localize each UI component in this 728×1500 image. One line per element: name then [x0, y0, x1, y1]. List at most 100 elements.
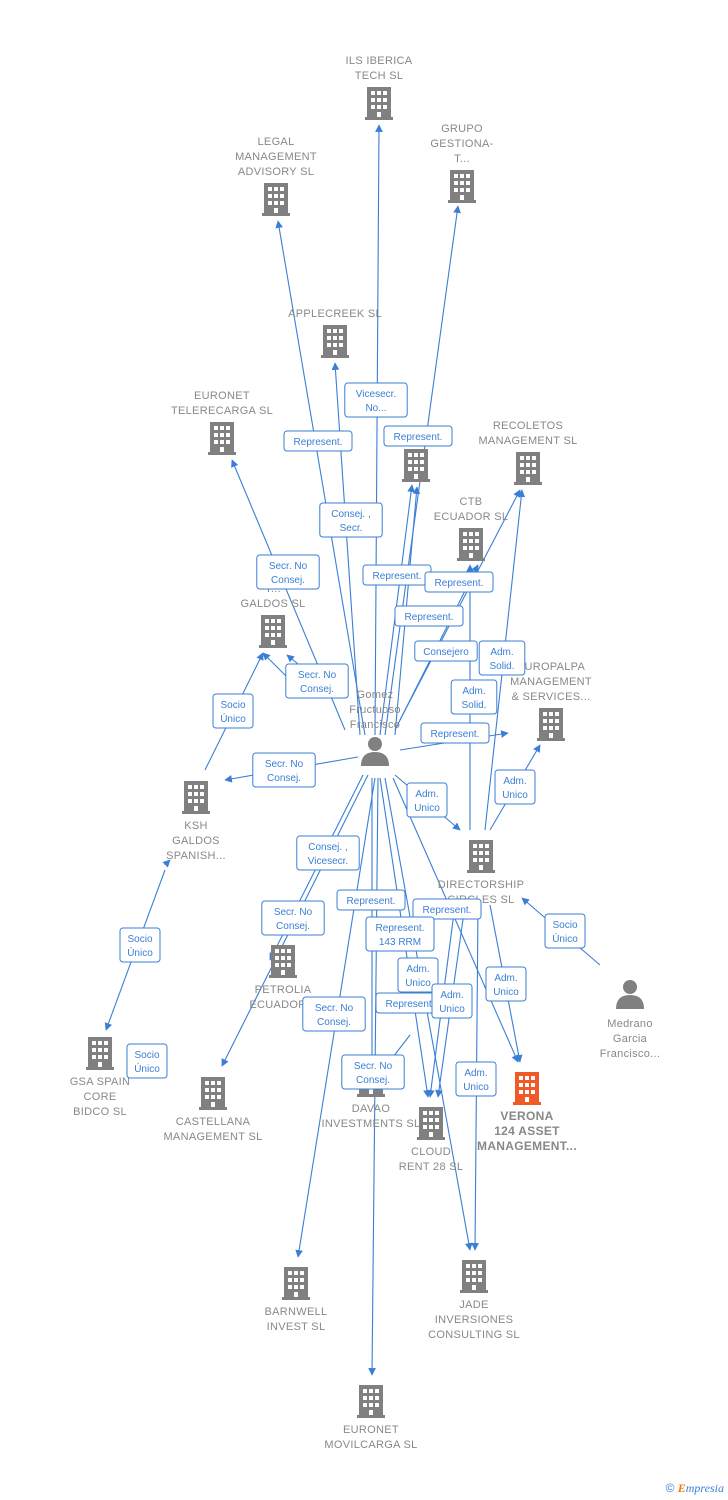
node-label: T...: [454, 153, 470, 165]
edge-label-text: Represent.: [435, 578, 484, 589]
node-label: MANAGEMENT...: [477, 1139, 577, 1153]
edge-label[interactable]: Adm.Unico: [397, 957, 439, 993]
edge-label-text: Represent.: [294, 437, 343, 448]
node-label: JADE: [459, 1299, 488, 1311]
node-label: ECUADOR...: [249, 999, 316, 1011]
edge-label[interactable]: Represent.: [383, 425, 453, 447]
node-label: VERONA: [500, 1109, 553, 1123]
node-label: PETROLIA: [255, 984, 312, 996]
node-petrolia[interactable]: PETROLIA ECUADOR...: [249, 945, 316, 1011]
edge-label-text: Unico: [439, 1004, 465, 1015]
node-label: ADVISORY SL: [238, 166, 314, 178]
edge-label-text: Represent.: [376, 923, 425, 934]
building-icon: [321, 325, 349, 358]
node-castellana[interactable]: CASTELLANA MANAGEMENT SL: [163, 1077, 262, 1143]
node-label: APPLECREEK SL: [288, 308, 382, 320]
building-icon: [86, 1037, 114, 1070]
node-label: BARNWELL: [265, 1306, 328, 1318]
edge-label[interactable]: Adm.Unico: [494, 769, 536, 805]
edge-label-text: Consej.: [271, 575, 305, 586]
node-medrano[interactable]: MedranoGarciaFrancisco...: [600, 980, 660, 1060]
node-label: INVESTMENTS SL: [322, 1118, 421, 1130]
edge-label[interactable]: Adm.Solid.: [450, 679, 498, 715]
edge-label-text: Secr. No: [265, 759, 304, 770]
edge-label[interactable]: Adm.Solid.: [478, 640, 526, 676]
edge-label-text: Unico: [414, 803, 440, 814]
edge-label[interactable]: Represent.: [420, 722, 490, 744]
edge-label[interactable]: Consej. ,Vicesecr.: [296, 835, 360, 871]
building-icon: [259, 615, 287, 648]
edge-label[interactable]: Consejero: [414, 640, 478, 662]
node-label: RECOLETOS: [493, 420, 563, 432]
node-applecreek[interactable]: APPLECREEK SL: [288, 308, 382, 358]
edge-label[interactable]: Represent.: [336, 889, 406, 911]
edge-label-text: Socio: [134, 1050, 159, 1061]
edge-label[interactable]: Adm.Unico: [431, 983, 473, 1019]
edge-labels-layer: Vicesecr.No...Represent.Represent.Consej…: [119, 382, 586, 1097]
edge-label-text: Represent.: [423, 905, 472, 916]
edge-label[interactable]: Represent.: [424, 571, 494, 593]
edge-label[interactable]: Represent.: [362, 564, 432, 586]
edge-label[interactable]: Consej. ,Secr.: [319, 502, 383, 538]
edge-label[interactable]: Adm.Unico: [406, 782, 448, 818]
edge-label[interactable]: Vicesecr.No...: [344, 382, 408, 418]
edge-label-text: Unico: [493, 987, 519, 998]
edge-label-text: Secr. No: [274, 907, 313, 918]
node-label: CASTELLANA: [176, 1116, 251, 1128]
edge-label-text: Consej.: [356, 1075, 390, 1086]
edge-label-text: Adm.: [503, 776, 526, 787]
edge-label[interactable]: Represent.143 RRM: [365, 916, 435, 952]
person-icon: [361, 737, 389, 766]
node-directorship[interactable]: DIRECTORSHIPCIRCLES SL: [438, 840, 525, 906]
edge-label-box: [494, 769, 536, 805]
edge-label-text: Consej. ,: [331, 509, 370, 520]
edge-label[interactable]: Represent.: [375, 992, 445, 1014]
footer-brand[interactable]: © Empresia: [666, 1481, 724, 1496]
edge-label-text: Adm.: [464, 1068, 487, 1079]
node-tgaldos[interactable]: T...GALDOS SL: [240, 583, 305, 648]
node-label: MANAGEMENT SL: [163, 1131, 262, 1143]
edge-label[interactable]: Represent.: [394, 605, 464, 627]
edge-label-text: Único: [127, 946, 153, 959]
edge-label[interactable]: Represent.: [283, 430, 353, 452]
building-icon: [402, 449, 430, 482]
node-label: CTB: [460, 496, 483, 508]
edge-label-text: Represent.: [386, 999, 435, 1010]
building-icon: [365, 87, 393, 120]
node-ksh[interactable]: KSHGALDOSSPANISH...: [166, 781, 226, 862]
building-icon: [208, 422, 236, 455]
edge-label[interactable]: Adm.Unico: [455, 1061, 497, 1097]
node-grupo[interactable]: GRUPOGESTIONA-T...: [430, 123, 493, 203]
node-label: ILS IBERICA: [346, 55, 413, 67]
edge-label-text: Secr. No: [315, 1003, 354, 1014]
edge-label-text: No...: [365, 403, 386, 414]
edge-label[interactable]: Adm.Unico: [485, 966, 527, 1002]
edge-label[interactable]: Represent.: [412, 898, 482, 920]
edge-label-box: [414, 640, 478, 662]
relation-edge: [384, 777, 473, 1251]
